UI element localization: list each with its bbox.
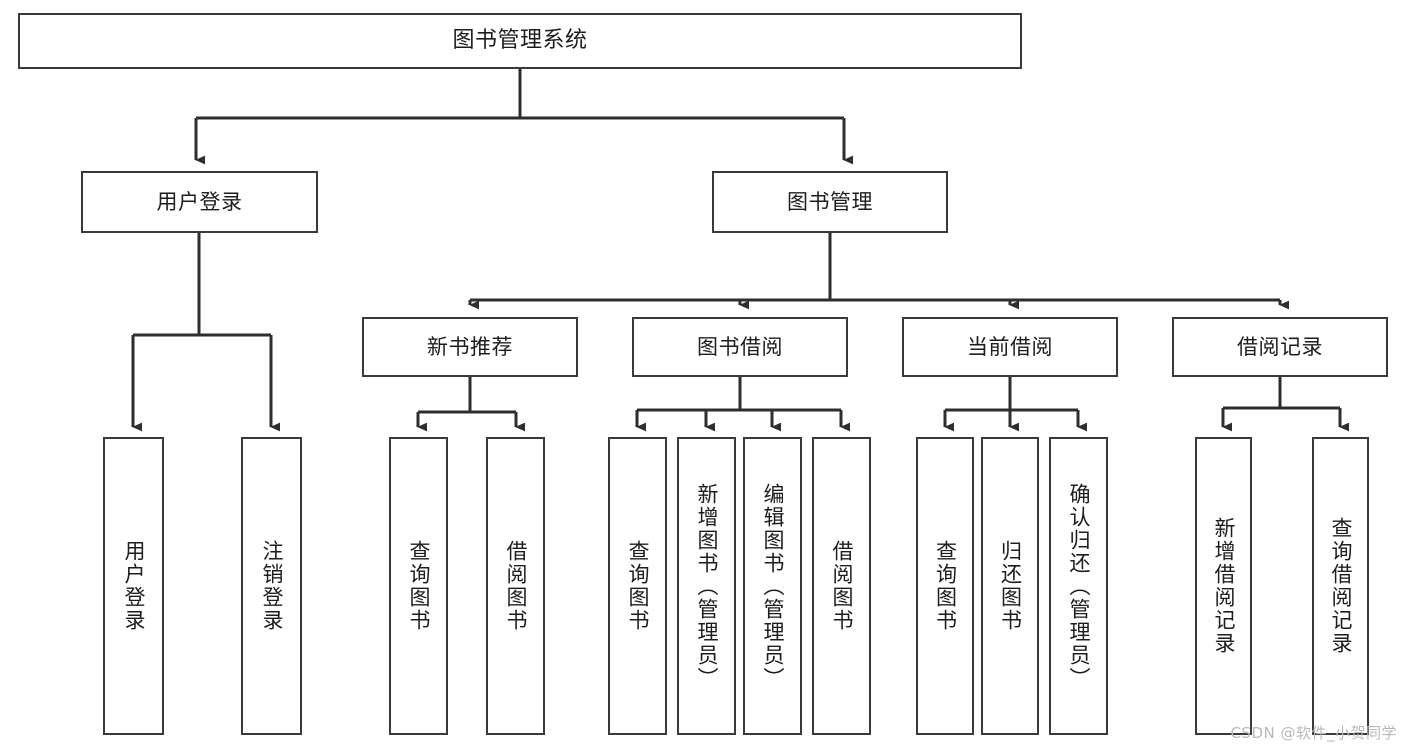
node-new-book-recommend[interactable]: 新书推荐 xyxy=(362,317,578,377)
leaf-current-query-book[interactable]: 查询图书 xyxy=(916,437,974,735)
node-root[interactable]: 图书管理系统 xyxy=(18,13,1022,69)
leaf-user-login[interactable]: 用户登录 xyxy=(103,437,164,735)
leaf-logout-label: 注销登录 xyxy=(260,540,284,632)
node-book-management[interactable]: 图书管理 xyxy=(712,171,948,233)
leaf-newbook-borrow-book-label: 借阅图书 xyxy=(504,540,528,632)
leaf-borrow-add-book[interactable]: 新增图书（管理员） xyxy=(677,437,736,735)
node-book-borrow[interactable]: 图书借阅 xyxy=(632,317,848,377)
node-user-login[interactable]: 用户登录 xyxy=(81,171,318,233)
leaf-newbook-query-book-label: 查询图书 xyxy=(407,540,431,632)
node-new-book-recommend-label: 新书推荐 xyxy=(427,334,513,359)
leaf-record-query[interactable]: 查询借阅记录 xyxy=(1312,437,1369,735)
node-borrow-record[interactable]: 借阅记录 xyxy=(1172,317,1388,377)
node-book-management-label: 图书管理 xyxy=(787,189,873,214)
leaf-record-query-label: 查询借阅记录 xyxy=(1329,517,1353,655)
leaf-logout[interactable]: 注销登录 xyxy=(241,437,302,735)
node-book-borrow-label: 图书借阅 xyxy=(697,334,783,359)
leaf-current-confirm-return-label: 确认归还（管理员） xyxy=(1067,482,1091,690)
leaf-borrow-borrow-book-label: 借阅图书 xyxy=(830,540,854,632)
leaf-borrow-query-book-label: 查询图书 xyxy=(626,540,650,632)
leaf-current-confirm-return[interactable]: 确认归还（管理员） xyxy=(1049,437,1108,735)
leaf-borrow-add-book-label: 新增图书（管理员） xyxy=(695,482,719,690)
leaf-newbook-borrow-book[interactable]: 借阅图书 xyxy=(486,437,545,735)
leaf-record-add-label: 新增借阅记录 xyxy=(1212,517,1236,655)
node-current-borrow-label: 当前借阅 xyxy=(967,334,1053,359)
node-user-login-label: 用户登录 xyxy=(156,189,243,214)
leaf-current-query-book-label: 查询图书 xyxy=(933,540,958,632)
leaf-newbook-query-book[interactable]: 查询图书 xyxy=(389,437,448,735)
leaf-user-login-label: 用户登录 xyxy=(122,540,146,632)
leaf-borrow-edit-book[interactable]: 编辑图书（管理员） xyxy=(743,437,802,735)
leaf-borrow-edit-book-label: 编辑图书（管理员） xyxy=(761,482,785,690)
node-current-borrow[interactable]: 当前借阅 xyxy=(902,317,1118,377)
watermark: CSDN @软件_小贺同学 xyxy=(1230,724,1397,742)
leaf-record-add[interactable]: 新增借阅记录 xyxy=(1195,437,1252,735)
node-root-label: 图书管理系统 xyxy=(452,28,588,54)
leaf-borrow-query-book[interactable]: 查询图书 xyxy=(608,437,667,735)
node-borrow-record-label: 借阅记录 xyxy=(1237,334,1323,359)
leaf-current-return-book-label: 归还图书 xyxy=(998,540,1023,632)
leaf-borrow-borrow-book[interactable]: 借阅图书 xyxy=(812,437,871,735)
leaf-current-return-book[interactable]: 归还图书 xyxy=(981,437,1039,735)
